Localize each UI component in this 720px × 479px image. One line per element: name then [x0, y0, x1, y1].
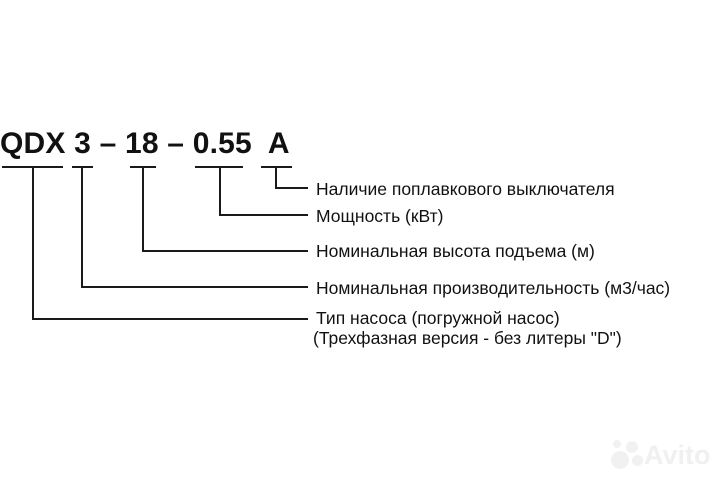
avito-logo-icon — [632, 455, 643, 466]
label-rated-capacity: Номинальная производительность (м3/час) — [316, 278, 671, 298]
label-float-switch: Наличие поплавкового выключателя — [316, 179, 615, 199]
branch-head-connector-line — [142, 250, 308, 252]
branch-a-vertical-line — [275, 166, 277, 189]
branch-type-vertical-line — [32, 166, 34, 320]
branch-capacity-vertical-line — [81, 166, 83, 288]
branch-head-vertical-line — [142, 166, 144, 252]
branch-capacity-connector-line — [81, 286, 308, 288]
label-pump-type-note: (Трехфазная версия - без литеры "D") — [313, 328, 622, 348]
avito-logo-icon — [611, 451, 629, 469]
branch-type-connector-line — [32, 318, 308, 320]
avito-logo-icon — [613, 440, 621, 448]
branch-power-connector-line — [219, 214, 308, 216]
label-pump-type-main: Тип насоса (погружной насос) — [316, 308, 560, 328]
model-code-text: QDX 3 – 18 – 0.55 A — [0, 127, 290, 160]
branch-a-connector-line — [275, 187, 308, 189]
avito-watermark: Avito — [604, 436, 714, 474]
label-power: Мощность (кВт) — [316, 206, 444, 226]
label-pump-type: Тип насоса (погружной насос) (Трехфазная… — [313, 308, 622, 348]
avito-logo-icon — [626, 441, 638, 453]
branch-power-vertical-line — [219, 166, 221, 216]
avito-watermark-text: Avito — [644, 440, 711, 470]
label-rated-head: Номинальная высота подъема (м) — [316, 241, 595, 261]
